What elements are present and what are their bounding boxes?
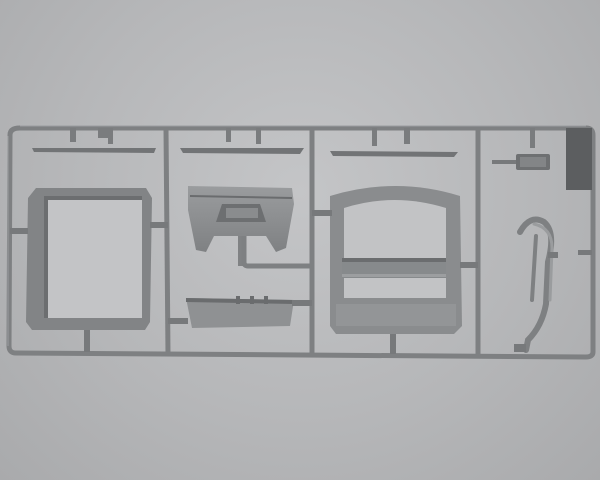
mirror-part xyxy=(492,154,550,170)
window-frame-part xyxy=(26,188,152,330)
thin-strips xyxy=(32,148,458,157)
sprue-tab xyxy=(566,128,592,190)
dashboard-part xyxy=(188,186,312,269)
sprue-frame xyxy=(6,125,596,360)
cab-frame-part xyxy=(312,186,478,354)
top-gates xyxy=(70,128,535,148)
handrail-part xyxy=(514,216,592,353)
tray-part xyxy=(168,296,312,328)
